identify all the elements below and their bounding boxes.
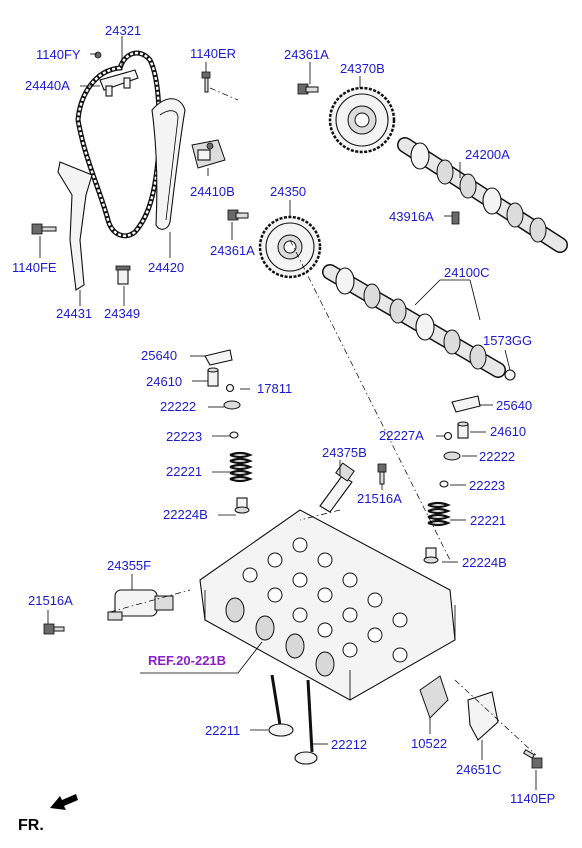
tensioner-plunger	[115, 265, 131, 285]
label-22227a: 22227A	[379, 428, 424, 443]
label-1140er: 1140ER	[190, 46, 236, 61]
label-24440a: 24440A	[25, 78, 70, 93]
label-24321: 24321	[105, 23, 141, 38]
label-24100c: 24100C	[444, 265, 490, 280]
dowel-pin-43916a	[451, 211, 460, 225]
bolt-21516a-left	[43, 623, 65, 635]
chain-tensioner-arm	[151, 98, 186, 230]
cover-24651c	[467, 691, 499, 741]
lower-chain-guide	[57, 161, 93, 291]
label-24410b: 24410B	[190, 184, 235, 199]
label-21516a-mid: 21516A	[357, 491, 402, 506]
label-22222-right: 22222	[479, 449, 515, 464]
bolt-21516a-mid	[377, 463, 387, 485]
label-22224b-left: 22224B	[163, 507, 208, 522]
label-22221-right: 22221	[470, 513, 506, 528]
label-24420: 24420	[148, 260, 184, 275]
label-24610-right: 24610	[490, 424, 526, 439]
label-25640-left: 25640	[141, 348, 177, 363]
label-17811: 17811	[257, 381, 292, 396]
label-front: FR.	[18, 817, 44, 834]
label-43916a: 43916A	[389, 209, 434, 224]
label-22223-left: 22223	[166, 429, 202, 444]
label-1140fe: 1140FE	[12, 260, 57, 275]
chain-tensioner	[191, 139, 226, 169]
label-1140fy: 1140FY	[36, 47, 81, 62]
intake-camshaft	[322, 264, 516, 381]
label-24370b: 24370B	[340, 61, 385, 76]
front-arrow-icon	[50, 794, 78, 810]
label-22221-left: 22221	[166, 464, 202, 479]
label-10522: 10522	[411, 736, 447, 751]
label-24355f: 24355F	[107, 558, 151, 573]
label-24610-left: 24610	[146, 374, 182, 389]
label-22222-left: 22222	[160, 399, 196, 414]
label-ref-20-221b: REF.20-221B	[148, 653, 226, 668]
label-1140ep: 1140EP	[510, 791, 555, 806]
oil-control-valve-24375b	[319, 462, 355, 513]
right-valve-parts	[423, 395, 481, 564]
label-22212: 22212	[331, 737, 367, 752]
label-24361a-top: 24361A	[284, 47, 329, 62]
bolt-1140ep	[522, 749, 543, 769]
label-24651c: 24651C	[456, 762, 502, 777]
bolt-1140er	[201, 71, 211, 93]
label-22211: 22211	[205, 723, 240, 738]
label-24361a-mid: 24361A	[210, 243, 255, 258]
timing-chain	[75, 50, 162, 239]
sprocket-bolt-top	[297, 83, 319, 95]
label-24200a: 24200A	[465, 147, 510, 162]
label-24349: 24349	[104, 306, 140, 321]
label-24350: 24350	[270, 184, 306, 199]
exhaust-valve-22212	[294, 679, 318, 765]
left-valve-parts	[204, 349, 253, 514]
label-1573gg: 1573GG	[483, 333, 532, 348]
leader-lines	[39, 36, 537, 790]
bolt-1140fy	[94, 51, 102, 59]
intake-valve-22211	[268, 674, 294, 737]
cylinder-head	[199, 509, 456, 701]
label-21516a-left: 21516A	[28, 593, 73, 608]
label-22223-right: 22223	[469, 478, 505, 493]
intake-cvvt-sprocket	[258, 215, 322, 279]
label-22224b-right: 22224B	[462, 555, 507, 570]
gasket-10522	[419, 675, 449, 719]
part-labels: 24321 1140FY 24440A 1140ER 24361A 24370B…	[12, 23, 555, 834]
label-25640-right: 25640	[496, 398, 532, 413]
exhaust-cvvt-sprocket	[328, 86, 396, 154]
oil-control-valve-24355f	[107, 589, 174, 621]
upper-chain-guide	[99, 69, 139, 97]
label-24431: 24431	[56, 306, 92, 321]
sprocket-bolt-mid	[227, 209, 249, 221]
exhaust-camshaft	[397, 137, 568, 253]
label-24375b: 24375B	[322, 445, 367, 460]
bolt-1140fe	[31, 223, 57, 235]
